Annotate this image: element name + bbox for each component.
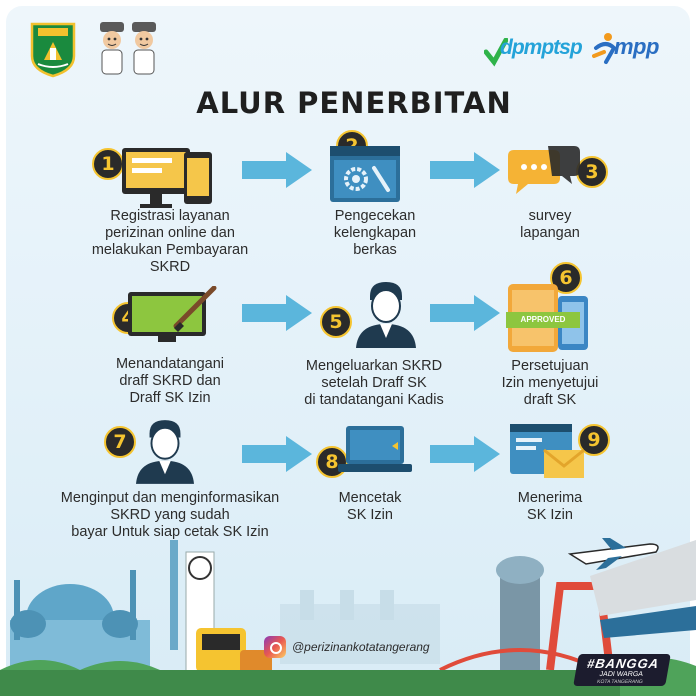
step-3-number: 3 bbox=[576, 156, 608, 188]
step-8-label-line: Mencetak bbox=[338, 490, 402, 506]
step-7-label-line: Menginput dan menginformasikan bbox=[60, 490, 280, 506]
step-1-label-line: perizinan online dan bbox=[105, 225, 235, 241]
instagram-handle[interactable]: @perizinankotatangerang bbox=[264, 636, 430, 658]
design-monitor-icon bbox=[128, 286, 217, 342]
arrow-5-6 bbox=[430, 295, 500, 331]
instagram-text: @perizinankotatangerang bbox=[292, 640, 430, 654]
step-1-label-line: Registrasi layanan bbox=[110, 208, 230, 224]
step-7-number: 7 bbox=[104, 426, 136, 458]
step-1-label-line: SKRD bbox=[149, 259, 191, 275]
step-7-label-line: bayar Untuk siap cetak SK Izin bbox=[71, 524, 269, 540]
bangga-sub: JADI WARGA bbox=[598, 671, 644, 678]
dpmptsp-logo: dpmptsp bbox=[484, 32, 584, 68]
officer-person-icon bbox=[356, 282, 416, 348]
step-7-label-line: SKRD yang sudah bbox=[110, 507, 230, 523]
step-4-label-line: draff SKRD dan bbox=[119, 373, 221, 389]
step-5-label-line: setelah Draff SK bbox=[321, 375, 427, 391]
settings-browser-icon bbox=[330, 146, 400, 202]
runner-icon bbox=[592, 33, 617, 64]
step-5-label-line: di tandatangani Kadis bbox=[304, 392, 444, 408]
step-2-label-line: berkas bbox=[353, 242, 397, 258]
step-8-label-line: SK Izin bbox=[347, 507, 393, 523]
arrow-4-5 bbox=[242, 295, 312, 331]
officials-mascot-icon bbox=[100, 22, 156, 75]
bangga-badge: #BANGGA JADI WARGA KOTA TANGERANG bbox=[573, 654, 671, 686]
city-logo bbox=[30, 22, 76, 78]
step-1-number: 1 bbox=[92, 148, 124, 180]
dpmptsp-text: dpmptsp bbox=[500, 36, 583, 59]
approved-badge: APPROVED bbox=[520, 315, 566, 324]
step-3-label-line: lapangan bbox=[520, 225, 580, 241]
arrow-7-8 bbox=[242, 436, 312, 472]
chat-bubbles-icon bbox=[508, 146, 580, 194]
computer-phone-icon bbox=[122, 148, 212, 208]
arrow-1-2 bbox=[242, 152, 312, 188]
step-6-label-line: draft SK bbox=[523, 392, 577, 408]
step-2-label-line: Pengecekan bbox=[334, 208, 416, 224]
bangga-text: #BANGGA bbox=[585, 656, 661, 671]
step-1-label-line: melakukan Pembayaran bbox=[91, 242, 249, 258]
mpp-text: mpp bbox=[614, 34, 659, 59]
step-5-number: 5 bbox=[320, 306, 352, 338]
arrow-2-3 bbox=[430, 152, 500, 188]
mpp-logo: mpp bbox=[592, 30, 672, 70]
check-icon bbox=[484, 38, 508, 67]
step-3-label-line: survey bbox=[528, 208, 572, 224]
bangga-city: KOTA TANGERANG bbox=[596, 679, 644, 685]
step-4-label-line: Menandatangani bbox=[115, 356, 225, 372]
page-title: ALUR PENERBITAN bbox=[196, 86, 512, 120]
step-5-label-line: Mengeluarkan SKRD bbox=[305, 358, 443, 374]
step-6-label-line: Izin menyetujui bbox=[501, 375, 599, 391]
airplane-icon bbox=[567, 538, 659, 570]
staff-person-icon bbox=[136, 420, 194, 484]
step-4-label-line: Draff SK Izin bbox=[129, 390, 211, 406]
arrow-8-9 bbox=[430, 436, 500, 472]
approved-devices-icon bbox=[506, 284, 588, 352]
email-browser-icon bbox=[510, 424, 585, 478]
step-2-label-line: kelengkapan bbox=[333, 225, 417, 241]
step-9-label-line: Menerima bbox=[517, 490, 583, 506]
step-6-label-line: Persetujuan bbox=[511, 358, 589, 374]
step-9-label-line: SK Izin bbox=[527, 507, 573, 523]
instagram-icon bbox=[264, 636, 286, 658]
laptop-icon bbox=[338, 426, 412, 472]
